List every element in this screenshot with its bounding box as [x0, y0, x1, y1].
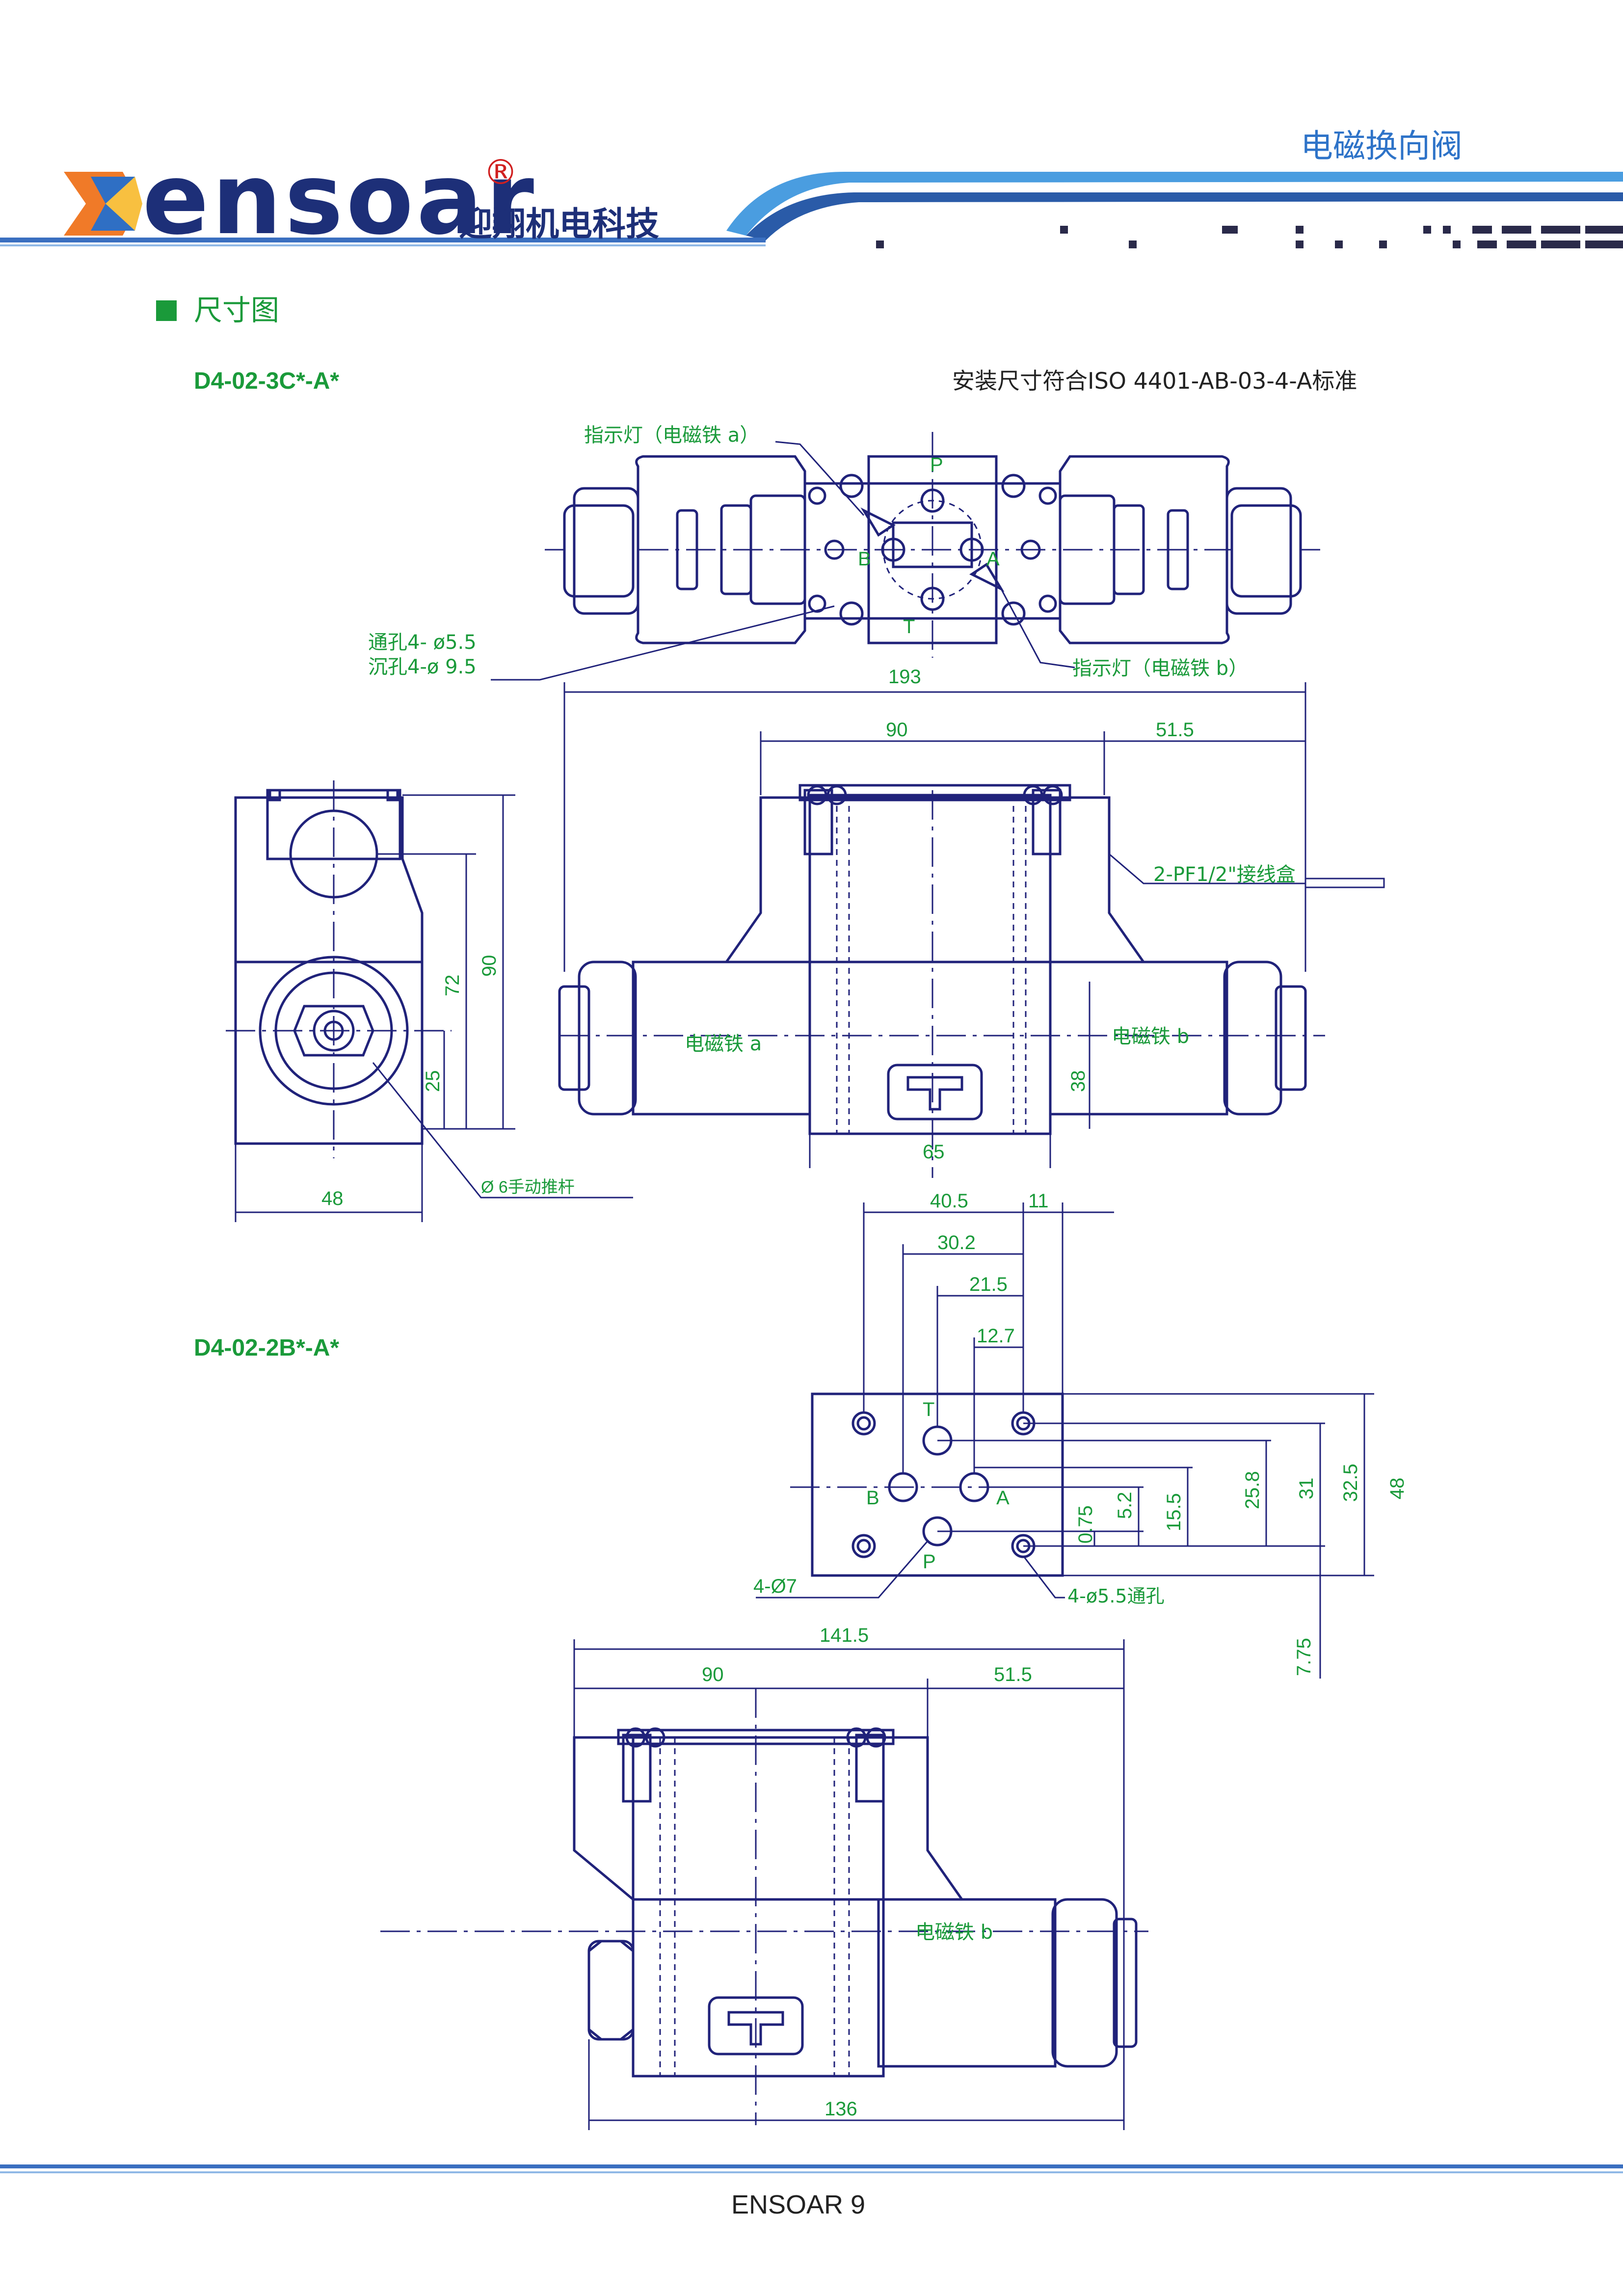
standard-note: 安装尺寸符合ISO 4401-AB-03-4-A标准: [952, 368, 1357, 394]
brand-logo-text: ensoar: [142, 142, 537, 257]
side-view: [226, 780, 633, 1199]
product-title: 电磁换向阀: [1301, 127, 1463, 165]
label-counter-bore: 沉孔4-ø 9.5: [368, 656, 477, 678]
label-solenoid-b-2: 电磁铁 b: [915, 1921, 993, 1944]
label-indicator-b: 指示灯（电磁铁 b）: [1072, 657, 1248, 680]
dim-21-5: 21.5: [969, 1274, 1008, 1295]
dim-30-2: 30.2: [937, 1232, 976, 1254]
dim-38: 38: [1067, 1070, 1089, 1093]
label-hole-5-5: 4-ø5.5通孔: [1067, 1585, 1165, 1607]
dim-141-5: 141.5: [820, 1625, 869, 1646]
label-port-b: B: [858, 548, 871, 570]
dim-31: 31: [1296, 1478, 1317, 1500]
dim-25-8: 25.8: [1242, 1471, 1263, 1509]
dim-0-75: 0.75: [1075, 1505, 1096, 1544]
header-banner: ensoar ® 迎翔机电科技 电磁换向阀: [0, 127, 1623, 257]
label-port-t: T: [903, 616, 915, 638]
top-view: [491, 432, 1320, 681]
label-port-a-2: A: [996, 1487, 1010, 1509]
model-2-title: D4-02-2B*-A*: [194, 1335, 339, 1361]
section-bullet: [156, 300, 177, 321]
dim-65: 65: [923, 1141, 945, 1163]
dim-7-75: 7.75: [1293, 1638, 1315, 1676]
label-push-rod: Ø 6手动推杆: [481, 1178, 575, 1197]
page-number: ENSOAR 9: [731, 2190, 865, 2219]
registered-mark: ®: [483, 152, 518, 192]
label-port-b-2: B: [866, 1487, 879, 1509]
dim-193: 193: [888, 666, 921, 688]
label-hole-7: 4-Ø7: [753, 1575, 797, 1597]
label-port-a: A: [986, 548, 1000, 570]
dim-48: 48: [321, 1188, 344, 1209]
dim-90-2b: 90: [702, 1664, 724, 1685]
dim-11: 11: [1028, 1190, 1049, 1212]
label-port-t-2: T: [923, 1399, 934, 1420]
front-view: [558, 784, 1385, 1178]
label-through-hole: 通孔4- ø5.5: [368, 631, 477, 654]
section-title: 尺寸图: [194, 294, 279, 327]
dim-12-7: 12.7: [977, 1325, 1015, 1347]
dim-48-vertical: 48: [1386, 1478, 1408, 1500]
logo-icon: [64, 172, 142, 236]
front-view-2b: [380, 1639, 1148, 2130]
dim-5-2: 5.2: [1114, 1492, 1136, 1519]
dim-90-vertical: 90: [479, 955, 500, 977]
label-port-p-2: P: [923, 1551, 936, 1573]
dim-25: 25: [422, 1070, 444, 1093]
label-wire-box: 2-PF1/2"接线盒: [1153, 863, 1296, 886]
dim-51-5-2b: 51.5: [994, 1664, 1032, 1685]
dim-90: 90: [886, 719, 908, 741]
dim-72: 72: [442, 975, 463, 997]
label-port-p: P: [930, 454, 943, 476]
label-solenoid-b: 电磁铁 b: [1112, 1025, 1189, 1048]
label-indicator-a: 指示灯（电磁铁 a）: [584, 424, 759, 447]
label-solenoid-a: 电磁铁 a: [685, 1033, 762, 1055]
subplate-view: [756, 1202, 1374, 1679]
footer-rule: [0, 2164, 1623, 2173]
dimensions-3c: [235, 682, 1306, 1222]
dim-51-5: 51.5: [1156, 719, 1194, 741]
model-1-title: D4-02-3C*-A*: [194, 368, 339, 394]
dim-15-5: 15.5: [1163, 1493, 1185, 1531]
company-name: 迎翔机电科技: [459, 205, 659, 244]
dim-136: 136: [825, 2098, 857, 2120]
dim-40-5: 40.5: [930, 1190, 968, 1212]
dim-32-5: 32.5: [1340, 1464, 1361, 1502]
